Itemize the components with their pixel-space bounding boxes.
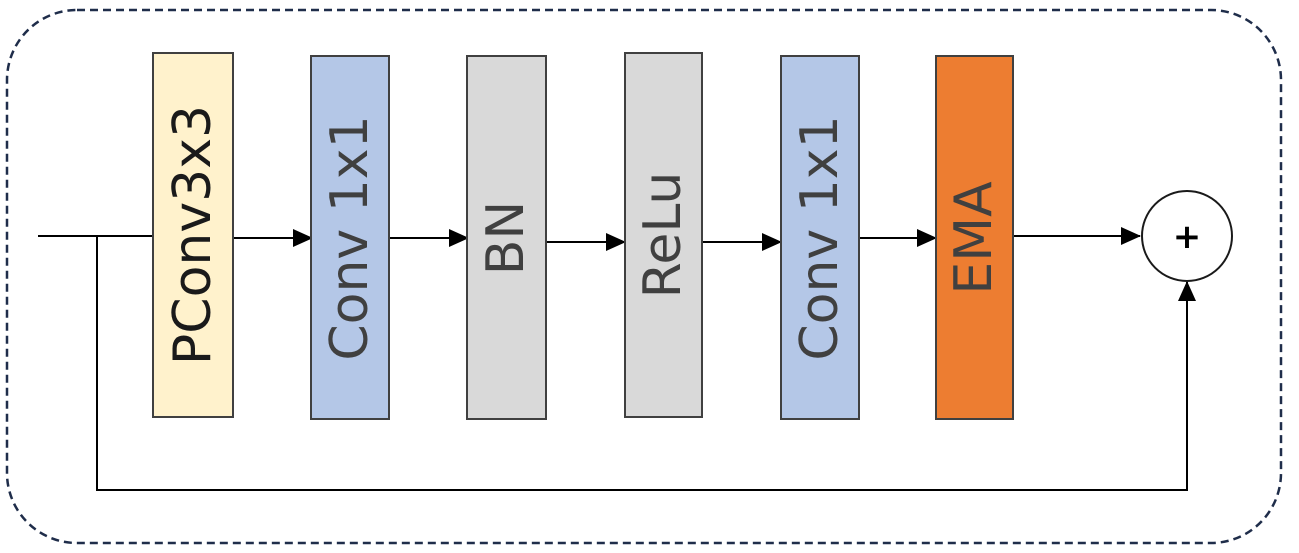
block-pconv: PConv3x3 [152,52,234,418]
block-bn: BN [466,55,547,420]
connectors [38,227,1196,491]
block-pconv-box [152,52,234,418]
module-border [5,8,1283,545]
block-conv1-label: Conv 1x1 [320,115,380,360]
block-conv2-label: Conv 1x1 [790,115,850,360]
plus-icon: + [1173,217,1202,257]
block-conv1-box [310,55,390,420]
block-bn-label: BN [476,201,536,276]
block-relu-box [624,52,703,418]
sum-node-circle [1141,190,1233,282]
block-relu: ReLu [624,52,703,418]
block-conv2: Conv 1x1 [780,55,860,420]
block-ema-box [935,55,1014,420]
sum-node: + [1141,190,1233,282]
block-ema: EMA [935,55,1014,420]
block-pconv-label: PConv3x3 [163,105,223,365]
block-conv1: Conv 1x1 [310,55,390,420]
block-ema-label: EMA [944,181,1004,295]
block-relu-label: ReLu [633,172,693,299]
block-conv2-box [780,55,860,420]
block-bn-box [466,55,547,420]
residual-skip-line [96,236,1196,491]
